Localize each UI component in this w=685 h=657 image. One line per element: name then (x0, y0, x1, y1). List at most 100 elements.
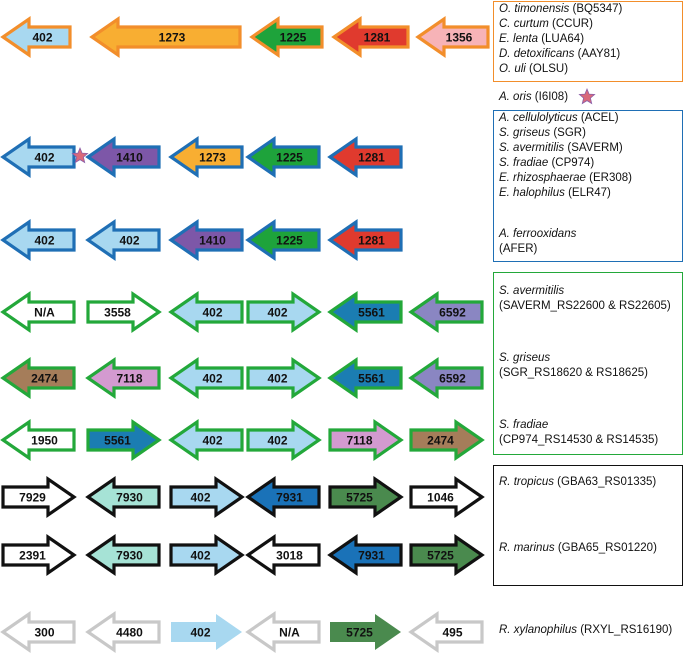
gene-arrow-shape (245, 135, 321, 179)
gene-arrow-shape (330, 614, 401, 650)
gene-arrow-label: 402 (202, 306, 222, 320)
gene-arrow-shape (328, 418, 404, 462)
legend-entry: R. tropicus (GBA63_RS01335) (499, 476, 657, 488)
gene-arrow-shape (168, 418, 244, 462)
gene-arrow: 7931 (327, 533, 403, 577)
gene-arrow-shape (85, 610, 161, 654)
gene-arrow: 1281 (327, 135, 403, 179)
gene-arrow-shape (246, 418, 322, 462)
gene-arrow: 6592 (408, 356, 484, 400)
gene-arrow-label: 402 (34, 151, 54, 165)
gene-arrow-label: 5561 (358, 306, 385, 320)
gene-arrow-shape (409, 418, 485, 462)
legend-box-orange (493, 1, 683, 82)
gene-arrow-label: 1356 (446, 31, 473, 45)
gene-arrow-label: 1281 (364, 31, 391, 45)
legend-box-green (493, 272, 683, 455)
legend-entry: S. fradiae (499, 419, 549, 431)
gene-arrow-shape (168, 290, 244, 334)
gene-arrow-label: 7931 (358, 549, 385, 563)
gene-arrow: 300 (0, 610, 76, 654)
gene-arrow-shape (0, 418, 76, 462)
gene-arrow-shape (86, 418, 162, 462)
gene-arrow: 1225 (245, 135, 321, 179)
gene-arrow-shape (409, 475, 485, 519)
gene-arrow: 402 (168, 356, 244, 400)
gene-arrow: 7118 (328, 418, 404, 462)
gene-arrow: 1273 (168, 135, 244, 179)
legend-entry: S. griseus (499, 352, 551, 364)
gene-arrow-label: 300 (34, 626, 54, 640)
legend-entry: A. cellulolyticus (ACEL) (499, 112, 619, 124)
gene-arrow: 402 (168, 418, 244, 462)
gene-arrow: 1410 (168, 218, 244, 262)
gene-arrow-shape (408, 290, 484, 334)
gene-arrow: 3558 (86, 290, 162, 334)
gene-arrow-label: 1410 (199, 234, 226, 248)
gene-arrow: N/A (0, 290, 76, 334)
gene-arrow: 5725 (328, 475, 404, 519)
gene-arrow-label: 402 (190, 491, 210, 505)
gene-arrow-shape (168, 135, 244, 179)
gene-arrow-shape (327, 533, 403, 577)
gene-arrow: 5561 (327, 290, 403, 334)
gene-arrow-shape (249, 15, 324, 59)
gene-arrow-label: 1273 (199, 151, 226, 165)
legend-entry: C. curtum (CCUR) (499, 18, 593, 30)
gene-arrow-label: 1225 (276, 234, 303, 248)
gene-arrow-label: 402 (190, 626, 210, 640)
gene-arrow: 1273 (89, 15, 242, 59)
gene-arrow-label: 3558 (104, 306, 131, 320)
gene-arrow-shape (327, 135, 403, 179)
gene-arrow-shape (85, 135, 161, 179)
gene-arrow: 402 (0, 15, 72, 59)
gene-arrow-shape (245, 610, 321, 654)
gene-arrow-shape (0, 356, 76, 400)
gene-arrow: 402 (246, 418, 322, 462)
gene-arrow-label: 1281 (358, 151, 385, 165)
gene-arrow-label: 402 (190, 549, 210, 563)
gene-arrow-shape (85, 218, 161, 262)
gene-arrow-label: 1273 (159, 31, 186, 45)
gene-arrow: 6592 (408, 290, 484, 334)
star-icon (578, 87, 596, 105)
gene-arrow-label: 1046 (427, 491, 454, 505)
gene-arrow: 1410 (85, 135, 161, 179)
gene-arrow-label: 4480 (116, 626, 143, 640)
gene-arrow-shape (246, 356, 322, 400)
gene-arrow: 2474 (409, 418, 485, 462)
gene-arrow-label: 402 (267, 434, 287, 448)
gene-arrow: 402 (169, 533, 245, 577)
gene-arrow-label: 7118 (346, 434, 372, 448)
legend-entry: E. halophilus (ELR47) (499, 187, 611, 199)
gene-arrow-label: 5725 (346, 626, 373, 640)
gene-arrow: 1950 (0, 418, 76, 462)
legend-box-blue (493, 110, 683, 262)
gene-arrow: 402 (0, 135, 76, 179)
gene-arrow-label: 7118 (116, 372, 142, 386)
gene-arrow-shape (327, 218, 403, 262)
gene-arrow-label: 402 (267, 306, 287, 320)
gene-arrow-shape (0, 290, 76, 334)
gene-arrow: 5725 (330, 614, 401, 650)
gene-arrow-label: 2474 (427, 434, 454, 448)
gene-arrow-shape (85, 356, 161, 400)
gene-arrow: 402 (171, 614, 242, 650)
legend-entry-star: A. oris (I6I08) (499, 91, 569, 103)
gene-arrow-label: 495 (442, 626, 462, 640)
gene-arrow-label: N/A (34, 306, 55, 320)
gene-arrow: 7930 (85, 475, 161, 519)
gene-arrow-shape (409, 533, 485, 577)
gene-arrow: 5561 (327, 356, 403, 400)
gene-arrow-shape (86, 290, 162, 334)
gene-arrow-shape (328, 475, 404, 519)
gene-arrow-shape (169, 533, 245, 577)
gene-arrow: N/A (245, 610, 321, 654)
legend-entry-id: (SGR_RS18620 & RS18625) (499, 367, 648, 379)
gene-arrow-shape (408, 610, 484, 654)
legend-entry: O. uli (OLSU) (499, 63, 569, 75)
gene-arrow-shape (408, 356, 484, 400)
gene-arrow: 4480 (85, 610, 161, 654)
